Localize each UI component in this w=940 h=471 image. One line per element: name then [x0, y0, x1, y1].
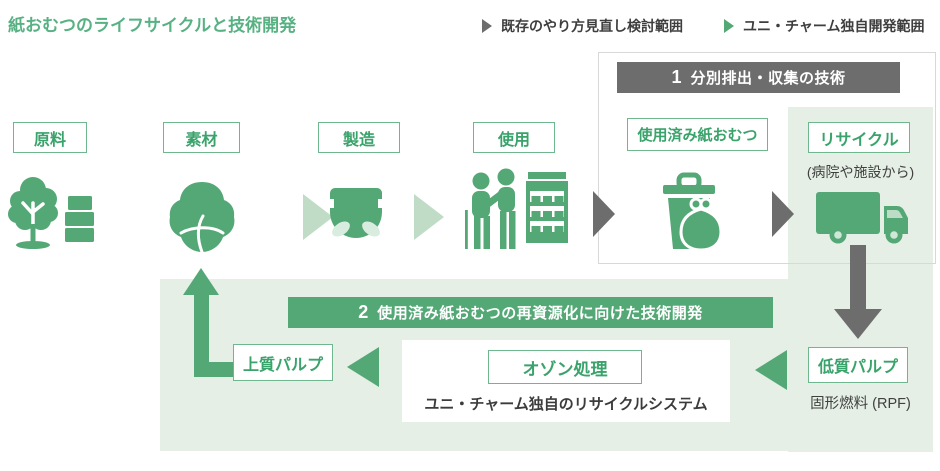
up-arrow-icon — [183, 268, 219, 295]
ozone-treatment-label: オゾン処理 — [488, 350, 642, 384]
legend-label: 既存のやり方見直し検討範囲 — [501, 18, 683, 34]
up-arrow-elbow — [194, 362, 236, 377]
page-title: 紙おむつのライフサイクルと技術開発 — [8, 16, 297, 35]
legend-item-existing: 既存のやり方見直し検討範囲 — [482, 16, 683, 36]
down-arrow-icon — [834, 309, 882, 339]
stage-label-use: 使用 — [473, 122, 555, 153]
stage-label-recycle: リサイクル — [808, 122, 910, 153]
section-2-header: 2 使用済み紙おむつの再資源化に向けた技術開発 — [288, 297, 773, 328]
diaper-icon — [323, 188, 389, 238]
gray-right-triangle-icon — [482, 19, 492, 33]
section-number: 1 — [671, 67, 682, 87]
down-arrow-shaft — [850, 245, 866, 311]
truck-icon — [816, 192, 908, 244]
recycle-system-caption: ユニ・チャーム独自のリサイクルシステム — [424, 396, 708, 413]
stage-label-raw-material: 原料 — [13, 122, 87, 153]
tree-and-oil-drum-icon — [8, 177, 94, 249]
rpf-caption: 固形燃料 (RPF) — [810, 396, 911, 412]
legend-label: ユニ・チャーム独自開発範囲 — [743, 18, 925, 34]
section-title: 使用済み紙おむつの再資源化に向けた技術開発 — [377, 305, 703, 322]
up-arrow-shaft — [194, 293, 209, 377]
section-title: 分別排出・収集の技術 — [690, 70, 846, 87]
recycle-source-caption: (病院や施設から) — [806, 164, 915, 180]
section-number: 2 — [358, 302, 369, 322]
green-right-triangle-icon — [724, 19, 734, 33]
stage-label-material: 素材 — [163, 122, 240, 153]
caregiver-and-shelf-icon — [465, 168, 568, 249]
cotton-ball-icon — [169, 182, 235, 254]
flow-arrow-left-icon — [347, 347, 379, 387]
flow-arrow-existing-icon — [593, 191, 615, 237]
flow-arrow-icon — [414, 194, 444, 240]
high-pulp-label: 上質パルプ — [233, 344, 333, 381]
stage-label-manufacture: 製造 — [318, 122, 400, 153]
flow-arrow-existing-icon — [772, 191, 794, 237]
stage-label-used-diaper: 使用済み紙おむつ — [627, 118, 768, 151]
legend-item-original: ユニ・チャーム独自開発範囲 — [724, 16, 924, 36]
trash-bin-and-bag-icon — [663, 172, 723, 252]
flow-arrow-left-icon — [755, 350, 787, 390]
collection-technology-frame — [598, 52, 936, 264]
section-1-header: 1 分別排出・収集の技術 — [617, 62, 900, 93]
low-pulp-label: 低質パルプ — [808, 347, 908, 383]
